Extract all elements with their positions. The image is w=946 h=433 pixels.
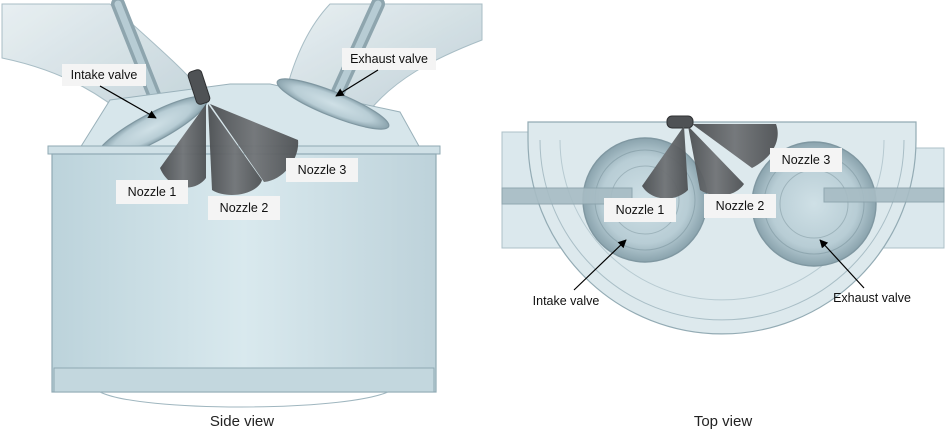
side-arrow-intake-valve — [99, 85, 157, 119]
side-spray-nozzle-2 — [208, 104, 262, 195]
top-injector — [666, 115, 694, 129]
svg-text:Nozzle 3: Nozzle 3 — [782, 153, 831, 167]
side-view-panel: Intake valve Exhaust valve Nozzle 1 Nozz… — [1, 0, 483, 430]
top-exhaust-stem — [823, 187, 945, 203]
top-arrow-exhaust-valve — [819, 239, 865, 289]
side-label-exhaust-valve: Exhaust valve — [342, 48, 436, 70]
svg-text:Nozzle 2: Nozzle 2 — [716, 199, 765, 213]
top-label-nozzle-2: Nozzle 2 — [704, 194, 776, 218]
side-injector — [187, 69, 211, 105]
svg-text:Nozzle 2: Nozzle 2 — [220, 201, 269, 215]
top-arrow-intake-valve — [573, 239, 627, 291]
top-spray-nozzle-3 — [692, 124, 778, 168]
top-view-caption: Top view — [694, 413, 753, 430]
piston — [53, 367, 435, 393]
side-label-nozzle-2: Nozzle 2 — [208, 196, 280, 220]
svg-text:Nozzle 3: Nozzle 3 — [298, 163, 347, 177]
side-arrow-exhaust-valve — [335, 69, 379, 97]
svg-text:Nozzle 1: Nozzle 1 — [128, 185, 177, 199]
side-label-nozzle-1: Nozzle 1 — [116, 180, 188, 204]
top-view-panel: Nozzle 1 Nozzle 2 Nozzle 3 Intake valve … — [501, 115, 945, 430]
side-spray-nozzle-3 — [210, 104, 299, 182]
side-label-intake-valve: Intake valve — [62, 64, 146, 86]
top-spray-nozzle-2 — [688, 126, 744, 196]
top-label-nozzle-3: Nozzle 3 — [770, 148, 842, 172]
side-spray-nozzle-1 — [160, 104, 206, 188]
svg-text:Exhaust valve: Exhaust valve — [350, 52, 428, 66]
top-intake-stem — [501, 187, 633, 205]
side-label-nozzle-3: Nozzle 3 — [286, 158, 358, 182]
svg-text:Nozzle 1: Nozzle 1 — [616, 203, 665, 217]
top-spray-nozzle-1 — [642, 126, 688, 199]
side-view-caption: Side view — [210, 413, 274, 430]
top-label-exhaust-valve: Exhaust valve — [833, 291, 911, 305]
top-label-intake-valve: Intake valve — [533, 294, 600, 308]
svg-text:Intake valve: Intake valve — [71, 68, 138, 82]
top-label-nozzle-1: Nozzle 1 — [604, 198, 676, 222]
